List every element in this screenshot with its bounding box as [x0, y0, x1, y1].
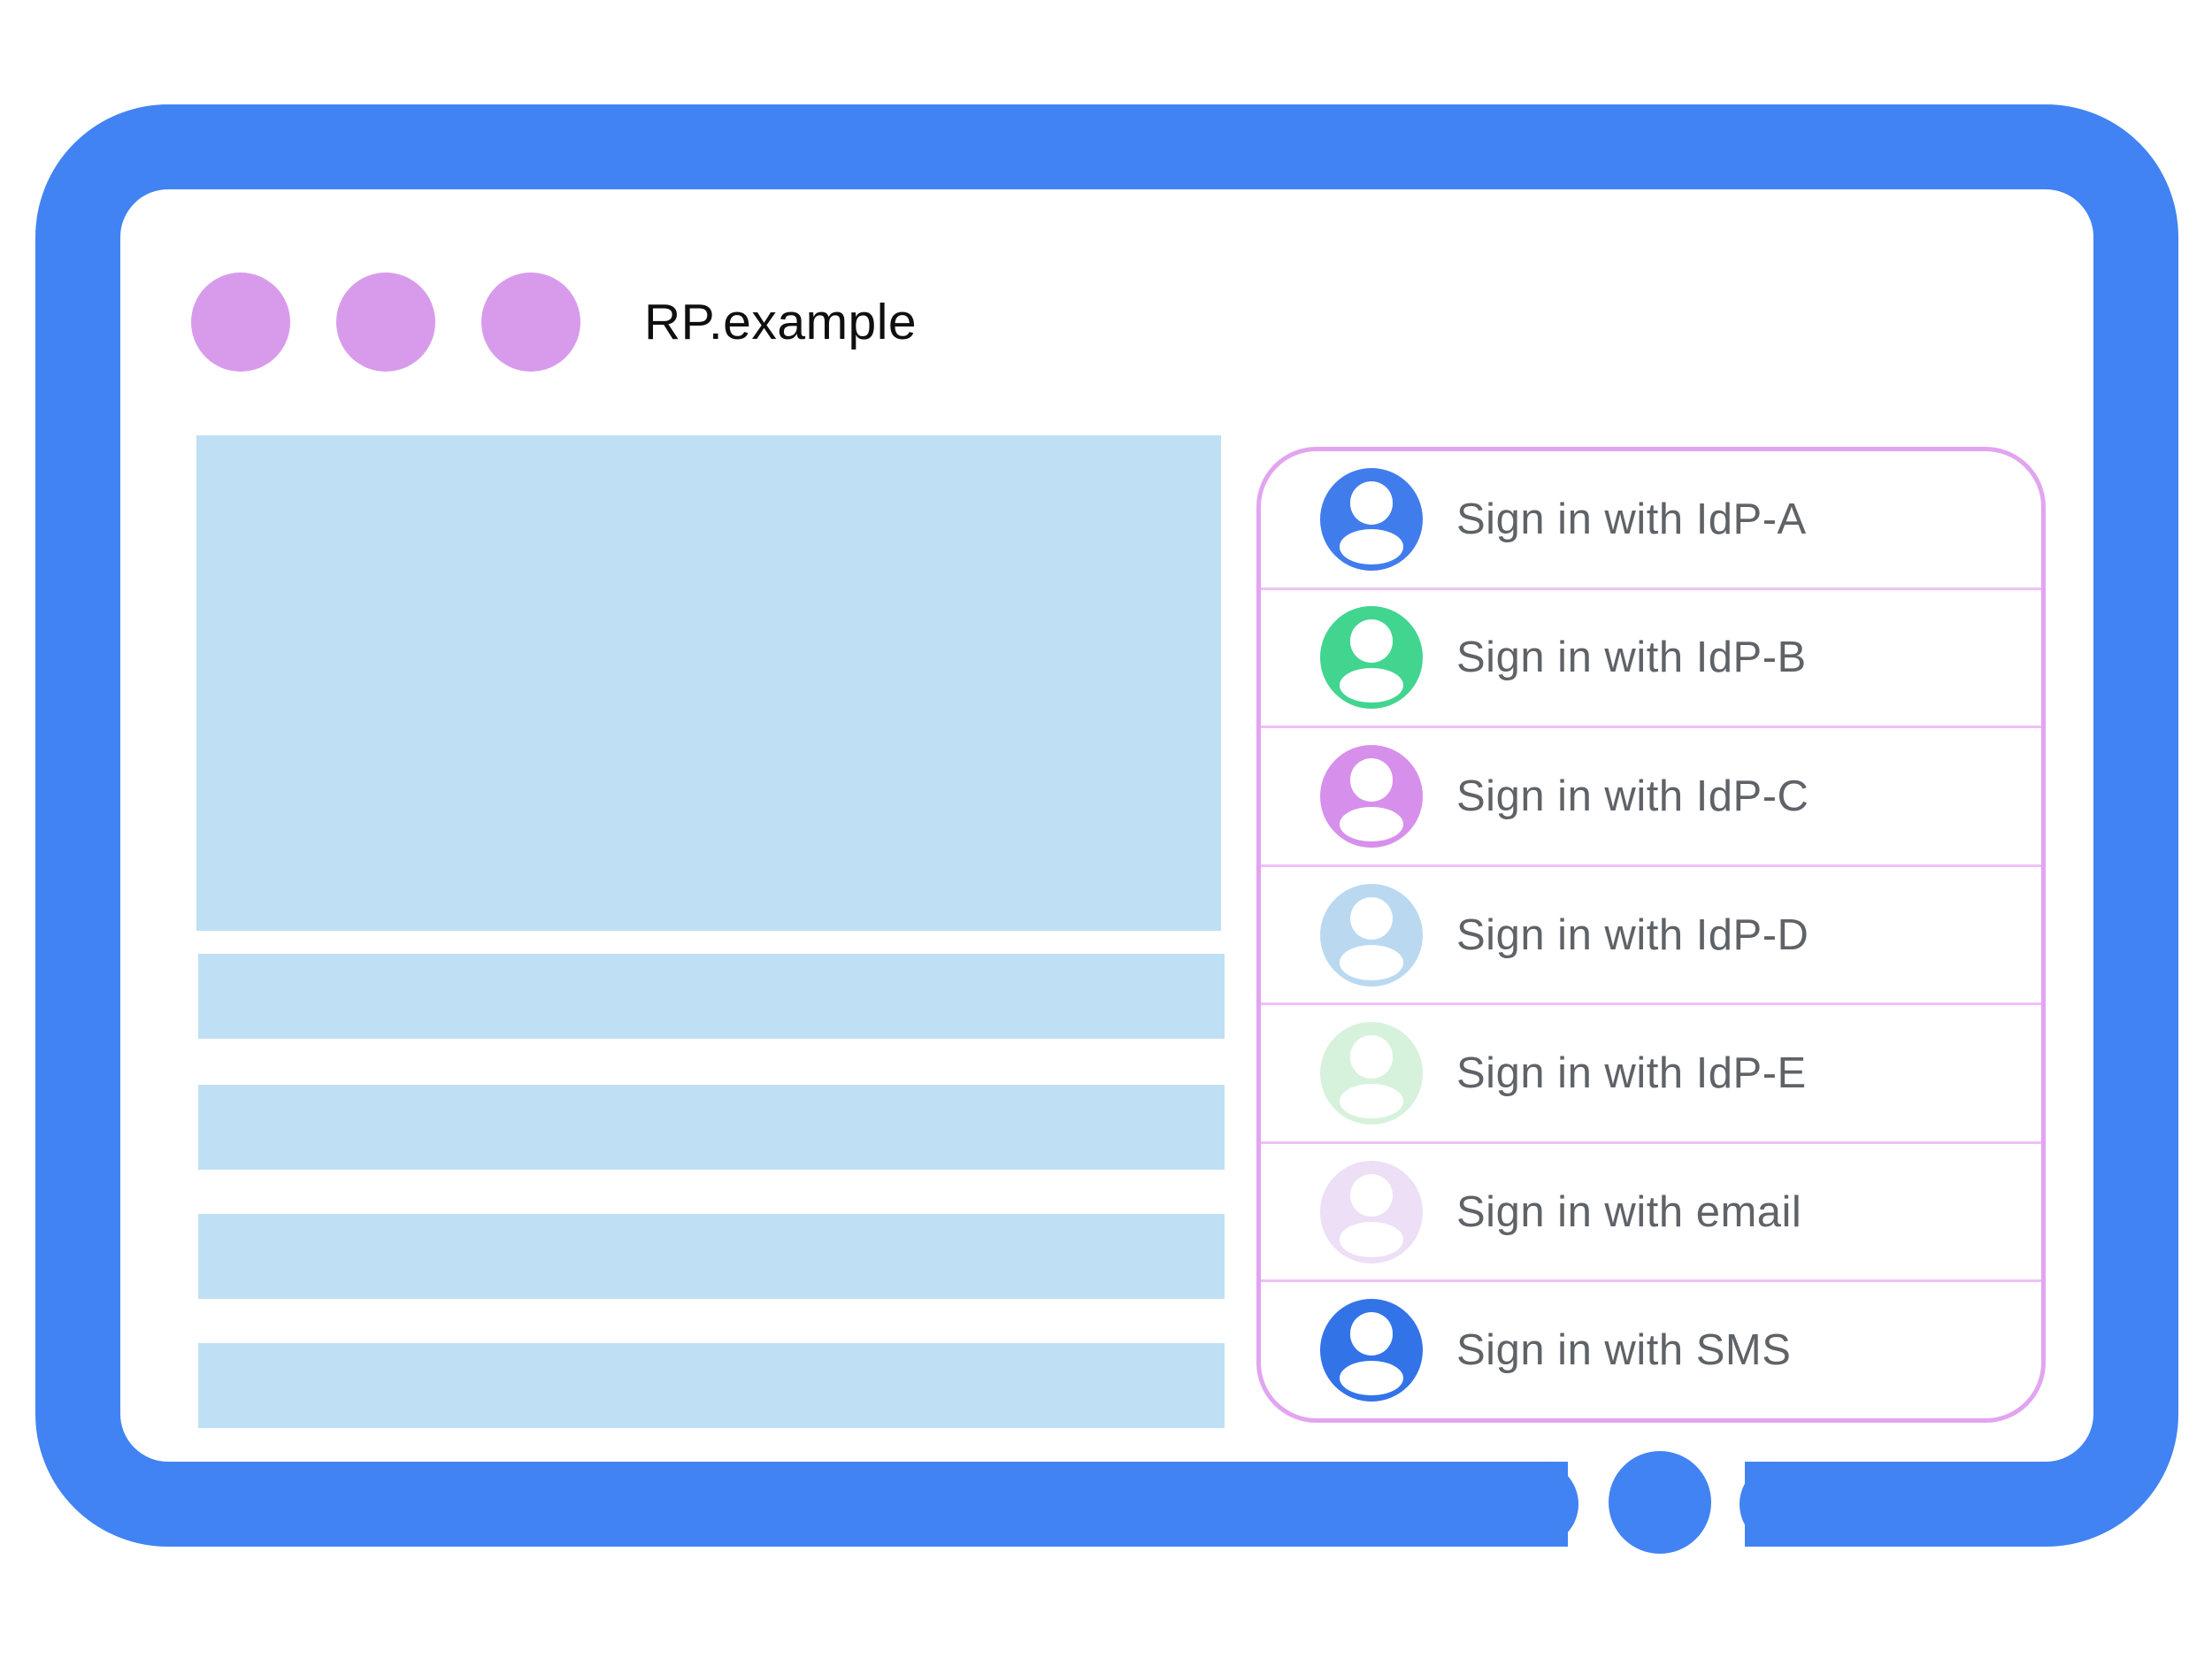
signin-option-label: Sign in with IdP-A — [1456, 495, 1807, 543]
window-dot-icon — [481, 273, 580, 372]
frame-bottom-band-left-cap — [1486, 1462, 1578, 1547]
page-title: RP.example — [644, 294, 918, 350]
signin-option-label: Sign in with IdP-B — [1456, 634, 1807, 682]
user-avatar-icon — [1320, 744, 1423, 848]
content-placeholder-bar — [198, 1085, 1225, 1170]
signin-option-label: Sign in with email — [1456, 1187, 1802, 1236]
user-avatar-icon — [1320, 1160, 1423, 1263]
content-placeholder-bar — [198, 954, 1225, 1039]
home-button[interactable] — [1609, 1451, 1711, 1554]
signin-option-idp-a[interactable]: Sign in with IdP-A — [1261, 451, 2041, 590]
frame-bottom-band-right-cap — [1740, 1462, 1832, 1547]
signin-option-sms[interactable]: Sign in with SMS — [1261, 1282, 2041, 1418]
user-avatar-icon — [1320, 1022, 1423, 1125]
signin-option-label: Sign in with IdP-D — [1456, 910, 1809, 959]
signin-dialog: Sign in with IdP-A Sign in with IdP-B Si… — [1256, 447, 2046, 1423]
signin-option-idp-c[interactable]: Sign in with IdP-C — [1261, 728, 2041, 867]
user-avatar-icon — [1320, 883, 1423, 987]
content-placeholder-bar — [198, 1214, 1225, 1299]
user-avatar-icon — [1320, 606, 1423, 710]
signin-option-label: Sign in with SMS — [1456, 1326, 1792, 1375]
user-avatar-icon — [1320, 467, 1423, 571]
signin-option-idp-e[interactable]: Sign in with IdP-E — [1261, 1005, 2041, 1144]
signin-option-label: Sign in with IdP-C — [1456, 772, 1809, 820]
window-dot-icon — [336, 273, 435, 372]
signin-option-idp-b[interactable]: Sign in with IdP-B — [1261, 590, 2041, 729]
content-placeholder-bar — [198, 1343, 1225, 1428]
content-placeholder-hero — [196, 435, 1221, 931]
signin-option-email[interactable]: Sign in with email — [1261, 1144, 2041, 1283]
signin-option-idp-d[interactable]: Sign in with IdP-D — [1261, 867, 2041, 1006]
window-dot-icon — [191, 273, 290, 372]
signin-option-label: Sign in with IdP-E — [1456, 1049, 1807, 1098]
user-avatar-icon — [1320, 1299, 1423, 1402]
